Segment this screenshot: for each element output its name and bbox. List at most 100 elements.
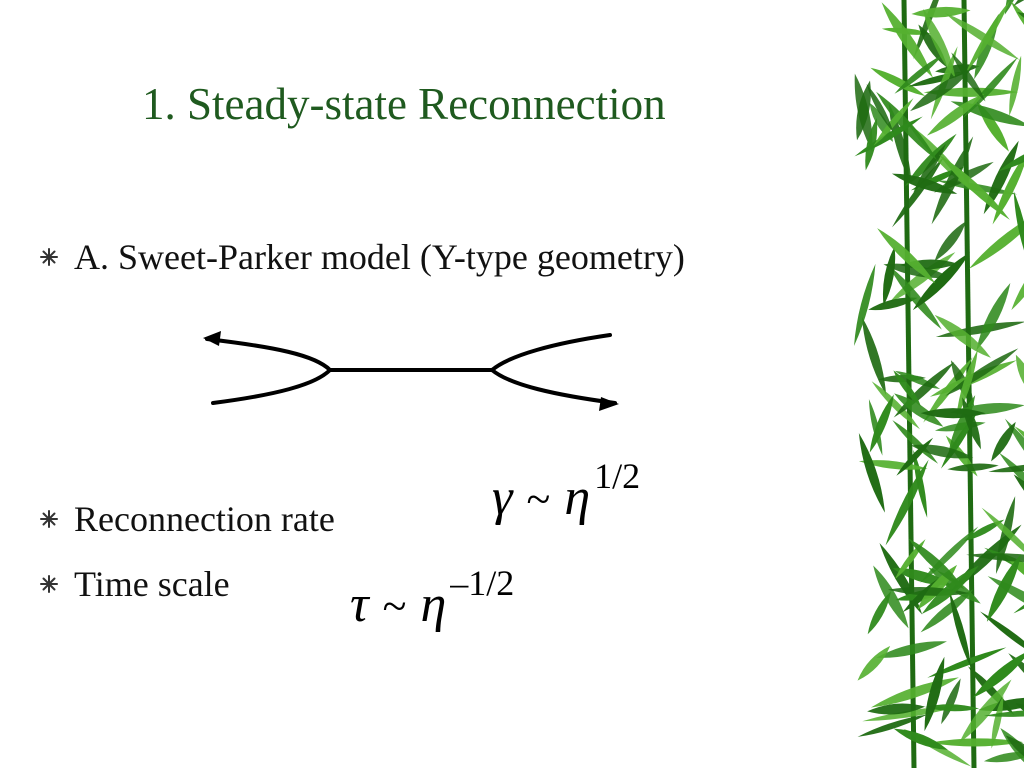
- bamboo-leaf: [870, 677, 959, 708]
- bamboo-leaf: [908, 538, 965, 590]
- bamboo-leaf: [921, 565, 979, 615]
- bamboo-leaf: [966, 553, 1024, 563]
- bamboo-leaf: [962, 57, 1018, 119]
- tilde-operator: ~: [526, 475, 551, 524]
- bamboo-leaf: [938, 154, 1010, 220]
- bamboo-leaf: [929, 738, 1024, 747]
- right-upper-field-line: [490, 333, 612, 372]
- bamboo-leaf: [920, 408, 986, 419]
- bamboo-leaf: [894, 393, 944, 427]
- bamboo-leaf: [934, 221, 967, 262]
- bamboo-leaf: [870, 67, 926, 97]
- bamboo-leaf: [865, 118, 878, 171]
- bamboo-leaf: [1013, 191, 1024, 271]
- bamboo-leaf: [873, 98, 914, 146]
- eta-symbol: η: [420, 576, 447, 633]
- bamboo-leaf: [992, 149, 1024, 225]
- bamboo-leaf: [991, 421, 1016, 462]
- slide-title: 1. Steady-state Reconnection: [142, 79, 666, 129]
- bamboo-leaf: [867, 703, 926, 715]
- bamboo-leaf: [869, 394, 894, 453]
- bamboo-leaf: [981, 507, 1024, 567]
- bamboo-leaf: [873, 565, 909, 629]
- left-lower-field-line: [211, 368, 332, 405]
- tilde-operator: ~: [382, 582, 407, 631]
- bamboo-leaf: [949, 591, 972, 669]
- eta-symbol: η: [564, 469, 591, 526]
- bamboo-leaf: [976, 283, 1011, 351]
- bamboo-leaf: [876, 641, 947, 658]
- bamboo-leaf: [956, 349, 978, 419]
- left-upper-field-line: [205, 337, 332, 372]
- bamboo-leaf: [1004, 418, 1024, 498]
- bamboo-leaf: [924, 656, 945, 732]
- y-type-geometry-diagram: [203, 331, 619, 411]
- asterisk-bullet-icon: [40, 510, 58, 528]
- bamboo-leaf: [893, 370, 922, 407]
- bamboo-leaf: [926, 93, 985, 136]
- bullet-text: Reconnection rate: [74, 499, 335, 539]
- asterisk-bullet-icon: [40, 248, 58, 266]
- bamboo-leaf: [866, 84, 894, 133]
- bamboo-leaf: [1009, 55, 1022, 116]
- bamboo-leaf: [991, 695, 1004, 749]
- bamboo-leaf: [948, 395, 976, 454]
- bamboo-leaf: [867, 591, 891, 635]
- bullet-sweet-parker: A. Sweet-Parker model (Y-type geometry): [38, 236, 685, 278]
- bullet-time-scale: Time scale: [38, 563, 230, 605]
- bamboo-leaf: [883, 246, 896, 306]
- exponent: 1/2: [594, 456, 641, 496]
- bamboo-leaf: [984, 709, 1024, 717]
- bamboo-leaf: [998, 142, 1024, 172]
- bamboo-leaf: [868, 399, 883, 456]
- bamboo-leaf: [857, 645, 891, 681]
- bamboo-leaf: [892, 156, 945, 228]
- bamboo-leaf: [941, 678, 961, 725]
- bamboo-leaves-decoration: [854, 0, 1024, 768]
- bamboo-leaf: [923, 8, 956, 79]
- bamboo-leaf: [893, 728, 948, 750]
- bamboo-leaf: [999, 452, 1024, 501]
- bamboo-leaf: [979, 611, 1024, 662]
- bamboo-leaf: [888, 265, 942, 330]
- bamboo-leaf: [871, 381, 920, 430]
- bamboo-leaf: [988, 463, 1024, 473]
- bullet-text: Time scale: [74, 564, 230, 604]
- bamboo-leaf: [857, 714, 928, 737]
- bamboo-leaf: [947, 463, 999, 472]
- bamboo-leaf: [892, 420, 939, 464]
- tau-symbol: τ: [350, 576, 369, 633]
- asterisk-bullet-icon: [40, 575, 58, 593]
- bamboo-leaf: [963, 519, 1005, 542]
- bamboo-leaf: [885, 459, 929, 546]
- bamboo-leaf: [896, 437, 934, 476]
- bamboo-leaf: [986, 554, 1022, 622]
- bamboo-leaf: [934, 314, 991, 358]
- bamboo-leaf: [894, 54, 944, 94]
- bamboo-leaf: [944, 12, 1020, 60]
- bamboo-leaf: [869, 102, 894, 142]
- bamboo-leaf: [931, 136, 974, 225]
- bamboo-leaf: [868, 297, 918, 311]
- bamboo-leaf: [877, 228, 936, 284]
- bamboo-leaf: [973, 650, 1024, 698]
- bamboo-leaf: [951, 52, 986, 102]
- bamboo-leaf: [881, 2, 933, 78]
- bamboo-leaf: [978, 697, 1024, 712]
- right-arrowhead: [599, 397, 619, 411]
- bullet-text: A. Sweet-Parker model (Y-type geometry): [74, 237, 685, 277]
- bamboo-leaf: [910, 69, 972, 112]
- bamboo-leaf: [959, 679, 1012, 743]
- bamboo-leaf: [1011, 249, 1024, 310]
- bamboo-leaf: [920, 589, 974, 633]
- bamboo-leaf: [927, 647, 1007, 678]
- bamboo-leaf: [1004, 0, 1024, 15]
- bamboo-leaf: [879, 543, 923, 615]
- bamboo-leaf: [1017, 11, 1024, 43]
- bamboo-leaf: [861, 316, 887, 396]
- bamboo-leaf: [858, 432, 885, 513]
- bamboo-leaf: [854, 73, 873, 152]
- gamma-symbol: γ: [492, 469, 513, 526]
